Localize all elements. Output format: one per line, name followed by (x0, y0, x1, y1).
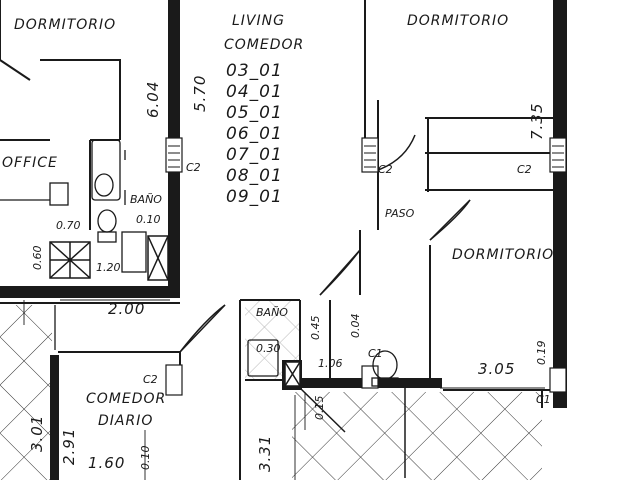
room-label-dormitorio-lower: DORMITORIO (452, 247, 555, 263)
opening-code-c2-comedor: C2 (143, 373, 158, 386)
unit-number: 06_01 (226, 124, 283, 144)
dimension-0-04: 0.04 (349, 313, 362, 339)
dimension-0-19: 0.19 (535, 340, 548, 366)
dimension-0-10: 0.10 (136, 213, 161, 226)
door-swings (179, 134, 471, 478)
dimension-0-15: 0.15 (313, 395, 326, 421)
terrace-tile-floor (292, 392, 542, 480)
room-label-diario: DIARIO (98, 413, 154, 429)
dimension-2-91: 2.91 (60, 427, 78, 465)
dimension-0-10-b: 0.10 (139, 445, 152, 471)
dimension-0-45: 0.45 (309, 315, 322, 341)
room-label-dormitorio-right: DORMITORIO (407, 13, 510, 29)
unit-number: 09_01 (226, 187, 283, 207)
room-label-office: OFFICE (2, 155, 58, 171)
dimension-0-70: 0.70 (56, 219, 81, 232)
opening-code-c2-center: C2 (378, 163, 393, 176)
room-label-bano-center: BAÑO (256, 306, 288, 319)
unit-number: 04_01 (226, 82, 283, 102)
ventilation-shafts (49, 235, 301, 387)
window-frame-lines (168, 145, 564, 168)
dimension-0-30: 0.30 (256, 342, 281, 355)
unit-number: 08_01 (226, 166, 283, 186)
opening-code-c1-a: C1 (368, 347, 383, 360)
dimension-lines (23, 299, 545, 480)
bathroom-fixtures (91, 139, 399, 387)
dimension-7-35: 7.35 (528, 102, 546, 140)
partition-walls (0, 0, 553, 480)
dimension-5-70: 5.70 (191, 74, 209, 112)
room-label-comedor: COMEDOR (224, 37, 305, 53)
unit-number: 07_01 (226, 145, 283, 165)
opening-code-c1-b: C1 (536, 393, 551, 406)
kitchen-counters (0, 182, 69, 350)
dimension-6-04: 6.04 (144, 80, 162, 118)
opening-code-c2-right: C2 (517, 163, 532, 176)
dimension-3-05: 3.05 (478, 360, 516, 378)
dimension-1-60: 1.60 (88, 454, 126, 472)
unit-number-list: 03_01 04_01 05_01 06_01 07_01 08_01 09_0… (226, 63, 283, 206)
dimension-0-60: 0.60 (31, 245, 44, 271)
room-label-bano-left: BAÑO (130, 193, 162, 206)
dimension-3-01: 3.01 (28, 414, 46, 452)
room-label-paso: PASO (385, 207, 415, 220)
dimension-2-00: 2.00 (108, 300, 146, 318)
dimension-3-31: 3.31 (256, 434, 274, 472)
unit-number: 03_01 (226, 61, 283, 81)
dimension-1-20: 1.20 (96, 261, 121, 274)
unit-number: 05_01 (226, 103, 283, 123)
room-label-living: LIVING (232, 13, 285, 29)
dimension-1-06: 1.06 (318, 357, 343, 370)
room-label-dormitorio-left: DORMITORIO (14, 17, 117, 33)
opening-code-c2-left: C2 (186, 161, 201, 174)
room-label-comedor-diario: COMEDOR (86, 391, 167, 407)
kitchen-tile-floor (0, 305, 52, 480)
